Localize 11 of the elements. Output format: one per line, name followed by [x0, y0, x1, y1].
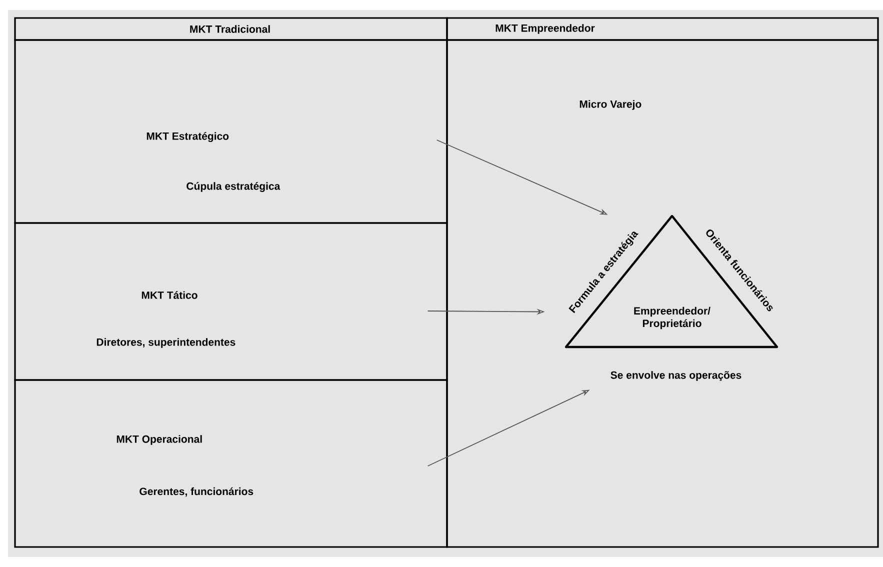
heading: MKT Operacional: [116, 435, 202, 445]
triangle-text: Empreendedor/ Proprietário: [634, 306, 710, 330]
caption-text: Micro Varejo: [580, 100, 642, 110]
subheading: Cúpula estratégica: [186, 182, 280, 192]
header-text: MKT Tradicional: [190, 25, 270, 33]
heading: MKT Estratégico: [146, 132, 229, 142]
subheading: Gerentes, funcionários: [140, 487, 254, 497]
subheading: Diretores, superintendentes: [96, 338, 236, 348]
heading: MKT Tático: [142, 291, 198, 299]
header-text: MKT Empreendedor: [496, 24, 595, 34]
side-label: Se envolve nas operações: [610, 371, 742, 381]
